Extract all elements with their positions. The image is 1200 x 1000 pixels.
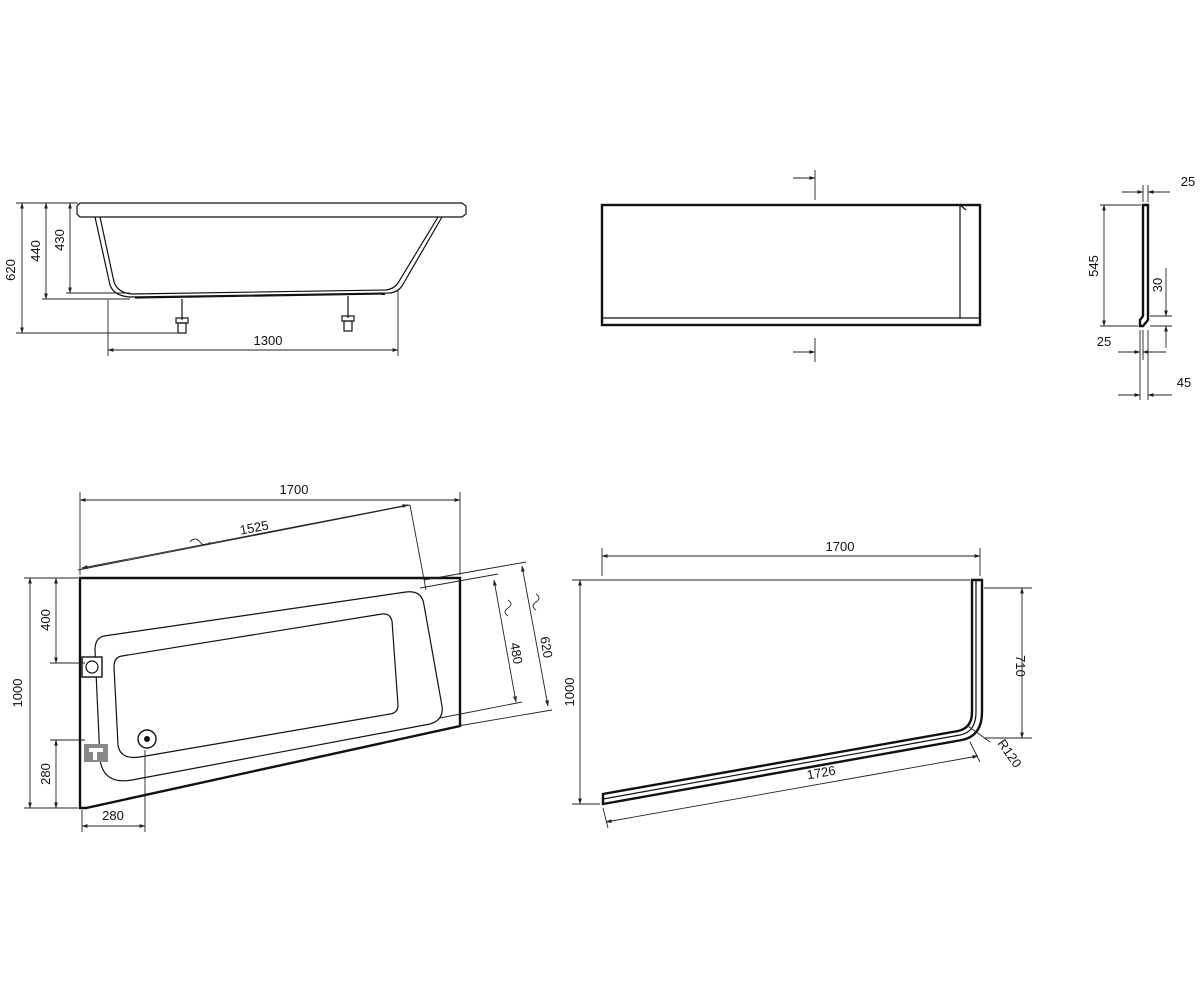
tub-body: [94, 216, 443, 298]
panel-profile-section: [1138, 203, 1150, 328]
panel-plan: 1700 1000 710 1726 R120: [562, 539, 1032, 829]
tub-inner-line: [99, 216, 439, 295]
plan-dim-480-label: 480: [507, 641, 526, 665]
panel-plan-dim-r120-label: R120: [995, 736, 1025, 770]
side-view: 620 440 430 1300: [3, 202, 467, 356]
tub-leg-right: [341, 296, 355, 332]
plan-dim-400-label: 400: [38, 609, 53, 631]
panel-profile: 25 545 30 25 45: [1086, 174, 1195, 400]
plan-dim-280-v-label: 280: [38, 763, 53, 785]
dim-545-label: 545: [1086, 255, 1101, 277]
tub-rim: [76, 202, 467, 218]
tub-leg-left: [175, 299, 189, 334]
panel-plan-dim-1700-label: 1700: [826, 539, 855, 554]
tub-base: [134, 293, 386, 299]
dim-1300-label: 1300: [254, 333, 283, 348]
front-panel-body: [600, 203, 982, 327]
panel-plan-outline: [601, 578, 984, 806]
plan-dim-1700-label: 1700: [280, 482, 309, 497]
panel-plan-dim-1726-label: 1726: [806, 763, 837, 783]
panel-plan-dim-1000-label: 1000: [562, 678, 577, 707]
plan-dim-1525-label: 1525: [239, 517, 270, 537]
panel-plan-dim-710-label: 710: [1013, 655, 1028, 677]
plan-view: 1700 1525 1000 400 280 280 480 620: [10, 482, 556, 832]
plan-dim-280-h-label: 280: [102, 808, 124, 823]
dim-45-label: 45: [1177, 375, 1191, 390]
overflow-fitting: [81, 656, 103, 678]
dim-25-bottom-label: 25: [1097, 334, 1111, 349]
tub-plan-basin: [94, 591, 443, 782]
tub-plan-basin-floor: [113, 613, 399, 759]
tub-plan-outline: [78, 576, 462, 810]
dim-620-label: 620: [3, 259, 18, 281]
front-panel: [600, 170, 982, 362]
faucet-icon: [84, 744, 108, 762]
dim-440-label: 440: [28, 240, 43, 262]
dim-30-label: 30: [1150, 278, 1165, 292]
dim-25-top-label: 25: [1181, 174, 1195, 189]
plan-dim-1000-label: 1000: [10, 679, 25, 708]
plan-dim-620-label: 620: [537, 635, 556, 659]
dim-430-label: 430: [52, 229, 67, 251]
